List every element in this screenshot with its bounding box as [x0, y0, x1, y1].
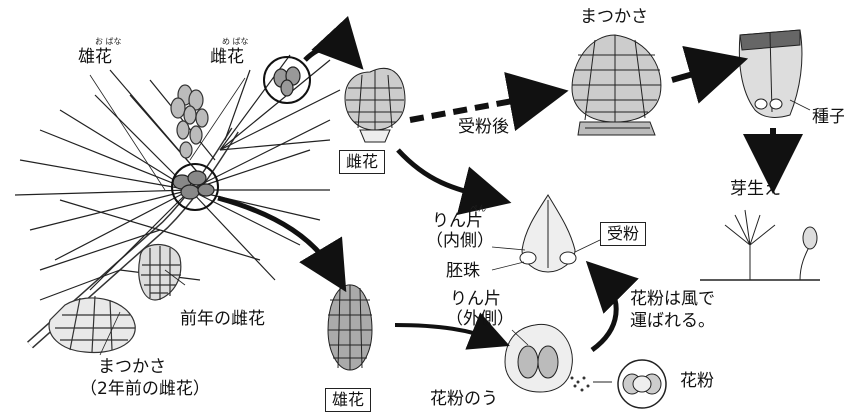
arrows [217, 16, 803, 353]
pollen-grain-illustration [617, 359, 667, 409]
pinecone-top-label: まつかさ [580, 7, 648, 27]
scale-inner-ruby: ぺん [470, 204, 486, 213]
seed-scale-illustration [738, 29, 811, 118]
scale-inner-label: りん片 [432, 211, 483, 231]
pinecone-bottom-label-line1: まつかさ [98, 357, 166, 377]
female-flower-ruby: め ばな [222, 37, 249, 46]
pollen-sac-label: 花粉のう [430, 389, 498, 409]
male-flower-box-label: 雄花 [325, 388, 372, 412]
scale-inner-side-label: （内側） [426, 231, 494, 251]
pine-branch-illustration [14, 54, 341, 356]
inner-scale-illustration [519, 194, 577, 273]
wind-label-line1: 花粉は風で [630, 289, 715, 309]
scale-outer-side-label: （外側） [446, 309, 514, 329]
male-flower-label: 雄花 [78, 47, 112, 67]
arrow-pollen-to-pollination [585, 260, 639, 353]
arrow-after-pollination [409, 72, 569, 132]
female-flower-box-label: 雌花 [339, 150, 386, 174]
male-flower-illustration [327, 284, 373, 371]
arrow-branch-to-male-flower [217, 195, 347, 293]
arrow-to-female-flower [303, 16, 364, 70]
pollen-label: 花粉 [680, 371, 714, 391]
germination-label: 芽生え [730, 179, 781, 199]
female-flower-illustration [344, 67, 406, 143]
scale-outer-label: りん片 [450, 289, 501, 309]
ovule-label: 胚珠 [446, 261, 480, 281]
female-flower-label: 雌花 [210, 47, 244, 67]
male-flower-ruby: お ばな [95, 37, 122, 46]
germination-illustration [700, 209, 820, 281]
seed-label: 種子 [812, 107, 844, 127]
pinecone-illustration [571, 34, 662, 136]
outer-scale-illustration [504, 323, 612, 393]
after-pollination-label: 受粉後 [458, 117, 509, 137]
arrow-male-to-outer-scale [394, 312, 510, 350]
arrow-to-seed [671, 45, 749, 104]
prev-year-female-label: 前年の雌花 [180, 309, 265, 329]
arrow-female-to-inner-scale [396, 148, 512, 215]
pollination-box-label: 受粉 [600, 222, 647, 246]
pinecone-bottom-label-line2: （2年前の雌花） [80, 379, 210, 399]
wind-label-line2: 運ばれる。 [630, 311, 715, 331]
